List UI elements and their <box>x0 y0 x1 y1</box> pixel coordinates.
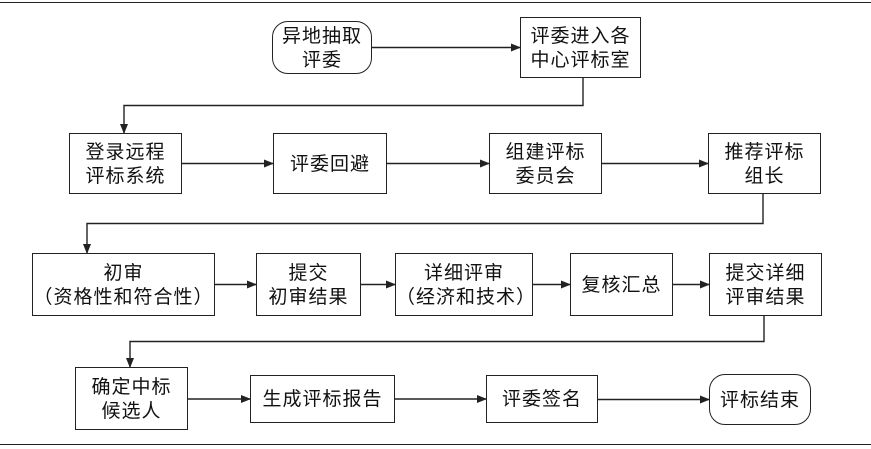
node-denglu-xitong: 登录远程 评标系统 <box>69 133 182 194</box>
arrow-n2-to-n3 <box>120 78 584 134</box>
arrow-n11-to-n12 <box>126 316 765 368</box>
node-queding-houxuanren: 确定中标 候选人 <box>75 367 188 430</box>
node-fuhe-huizong-label: 复核汇总 <box>581 273 662 296</box>
node-pingwei-huibi-label: 评委回避 <box>289 152 370 175</box>
node-jinru-zhongxin-label: 评委进入各 中心评标室 <box>530 24 631 71</box>
node-shengcheng-baogao-label: 生成评标报告 <box>262 388 383 410</box>
bottom-rule <box>0 444 871 445</box>
node-pingwei-huibi: 评委回避 <box>273 133 387 194</box>
node-tuijian-zuzhang: 推荐评标 组长 <box>708 133 821 194</box>
node-chushen: 初审 （资格性和符合性） <box>32 253 215 316</box>
node-queding-houxuanren-label: 确定中标 候选人 <box>91 375 172 422</box>
node-pingwei-qianming-label: 评委签名 <box>501 388 582 410</box>
node-tijiao-chushen: 提交 初审结果 <box>256 253 361 316</box>
node-tijiao-xiangxi: 提交详细 评审结果 <box>709 253 822 316</box>
node-tuijian-zuzhang-label: 推荐评标 组长 <box>724 140 805 187</box>
node-zujian-weiyuanhui: 组建评标 委员会 <box>489 133 602 194</box>
node-xiangxi-pingshen: 详细评审 （经济和技术） <box>395 253 537 316</box>
node-chushen-label: 初审 （资格性和符合性） <box>33 261 214 308</box>
node-shengcheng-baogao: 生成评标报告 <box>250 375 395 423</box>
node-pingwei-qianming: 评委签名 <box>486 375 598 423</box>
node-tijiao-chushen-label: 提交 初审结果 <box>268 261 349 308</box>
node-pingbiao-jieshu-label: 评标结束 <box>719 388 800 411</box>
node-fuhe-huizong: 复核汇总 <box>570 253 673 316</box>
node-yidi-chouqu: 异地抽取 评委 <box>272 21 372 74</box>
node-zujian-weiyuanhui-label: 组建评标 委员会 <box>505 140 586 187</box>
node-tijiao-xiangxi-label: 提交详细 评审结果 <box>725 261 806 308</box>
top-rule <box>0 2 871 3</box>
node-jinru-zhongxin: 评委进入各 中心评标室 <box>520 17 641 78</box>
node-xiangxi-pingshen-label: 详细评审 （经济和技术） <box>396 261 537 308</box>
arrow-n6-to-n7 <box>83 194 764 254</box>
node-yidi-chouqu-label: 异地抽取 评委 <box>281 24 362 71</box>
node-pingbiao-jieshu: 评标结束 <box>709 374 811 425</box>
node-denglu-xitong-label: 登录远程 评标系统 <box>85 140 166 187</box>
